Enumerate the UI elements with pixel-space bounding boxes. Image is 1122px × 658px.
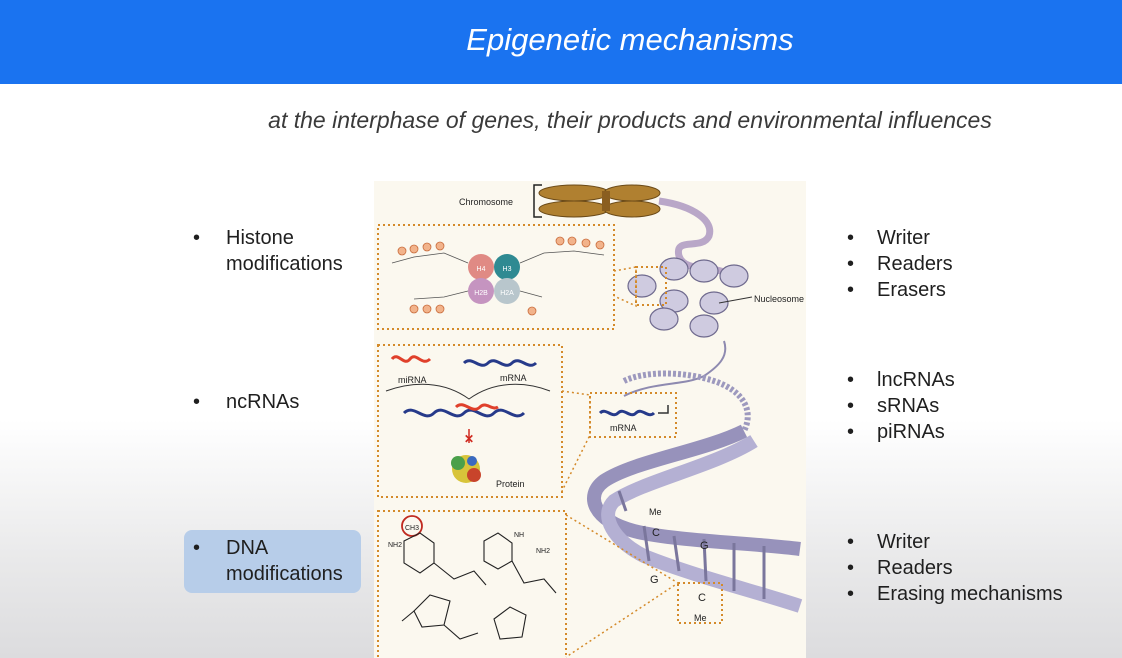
list-item: Readers: [847, 251, 953, 277]
list-item: Erasing mechanisms: [847, 581, 1063, 607]
methyl-label-bottom: Me: [694, 613, 707, 623]
nucleosome-coil: [627, 257, 749, 338]
mirna-bound-strand: [454, 403, 499, 411]
protein-icon: [451, 455, 481, 483]
list-item: Readers: [847, 555, 1063, 581]
list-item: Erasers: [847, 277, 953, 303]
dna-ribbon-back: [587, 424, 801, 556]
histone-h2b-label: H2B: [474, 290, 488, 297]
mrna-strand: [462, 359, 538, 367]
cpg-zoom-box: [677, 582, 723, 624]
dna-strand-upper: [623, 340, 727, 397]
mirna-strand: [390, 355, 432, 363]
methyl-circle: [401, 515, 423, 537]
list-item: Writer: [847, 225, 953, 251]
transcription-arrow: [658, 405, 669, 414]
histone-zoom-box: [635, 266, 667, 306]
amine-label-1: NH2: [388, 542, 402, 549]
dna-ribbon-front: [601, 435, 803, 613]
base-c-top: C: [652, 527, 660, 539]
ncrna-panel: [377, 344, 563, 498]
title-bar: Epigenetic mechanisms: [0, 0, 1122, 84]
bullet-list-rna-types: lncRNAs sRNAs piRNAs: [847, 367, 955, 445]
chromosome-bracket: [533, 184, 542, 218]
base-g-top: G: [700, 540, 709, 552]
mrna-bound-strand: [402, 408, 526, 418]
imine-label: NH: [514, 532, 524, 539]
dna-base-pairs: [617, 490, 766, 599]
methyl-label-top: Me: [649, 507, 662, 517]
mrna-zoom-strand: [598, 409, 656, 417]
epigenetics-figure: H4 H3 H2B H2A ✕: [374, 181, 806, 658]
mirna-label: miRNA: [398, 375, 427, 385]
mrna-zoom-label: mRNA: [610, 423, 637, 433]
list-item: lncRNAs: [847, 367, 955, 393]
histone-tails: [391, 250, 605, 300]
bullet-list-ncrnas: ncRNAs: [193, 389, 299, 415]
bullet-list-histone-enzymes: Writer Readers Erasers: [847, 225, 953, 303]
histone-octamer: [468, 254, 520, 304]
list-item: Writer: [847, 529, 1063, 555]
figure-illustration: H4 H3 H2B H2A ✕: [377, 184, 804, 658]
chromosome-icon: [538, 184, 661, 218]
ncrna-connector: [561, 390, 591, 492]
page-title: Epigenetic mechanisms: [466, 22, 794, 57]
amine-label-2: NH2: [536, 548, 550, 555]
histone-h2a-label: H2A: [500, 290, 514, 297]
dna-modification-panel: [377, 510, 567, 658]
dna-helix-wave: [622, 370, 751, 433]
list-item: sRNAs: [847, 393, 955, 419]
histone-h4-label: H4: [477, 266, 486, 273]
methyl-group-label: CH3: [405, 525, 419, 532]
nucleosome-label: Nucleosome: [754, 294, 804, 304]
nucleotide-structure: [401, 532, 557, 640]
chromosome-label: Chromosome: [459, 197, 513, 207]
bullet-item-ncrnas: ncRNAs: [193, 389, 299, 415]
histone-h3-label: H3: [503, 266, 512, 273]
nucleosome-pointer: [718, 296, 753, 304]
combination-brace: [385, 383, 551, 400]
mrna-label: mRNA: [500, 373, 527, 383]
subtitle: at the interphase of genes, their produc…: [268, 107, 992, 133]
protein-label: Protein: [496, 479, 525, 489]
histone-tail-marks: [397, 236, 605, 316]
base-c-bottom: C: [698, 592, 706, 604]
list-item: piRNAs: [847, 419, 955, 445]
histone-panel: [377, 224, 615, 330]
bullet-list-dna-enzymes: Writer Readers Erasing mechanisms: [847, 529, 1063, 607]
base-g-bottom: G: [650, 574, 659, 586]
